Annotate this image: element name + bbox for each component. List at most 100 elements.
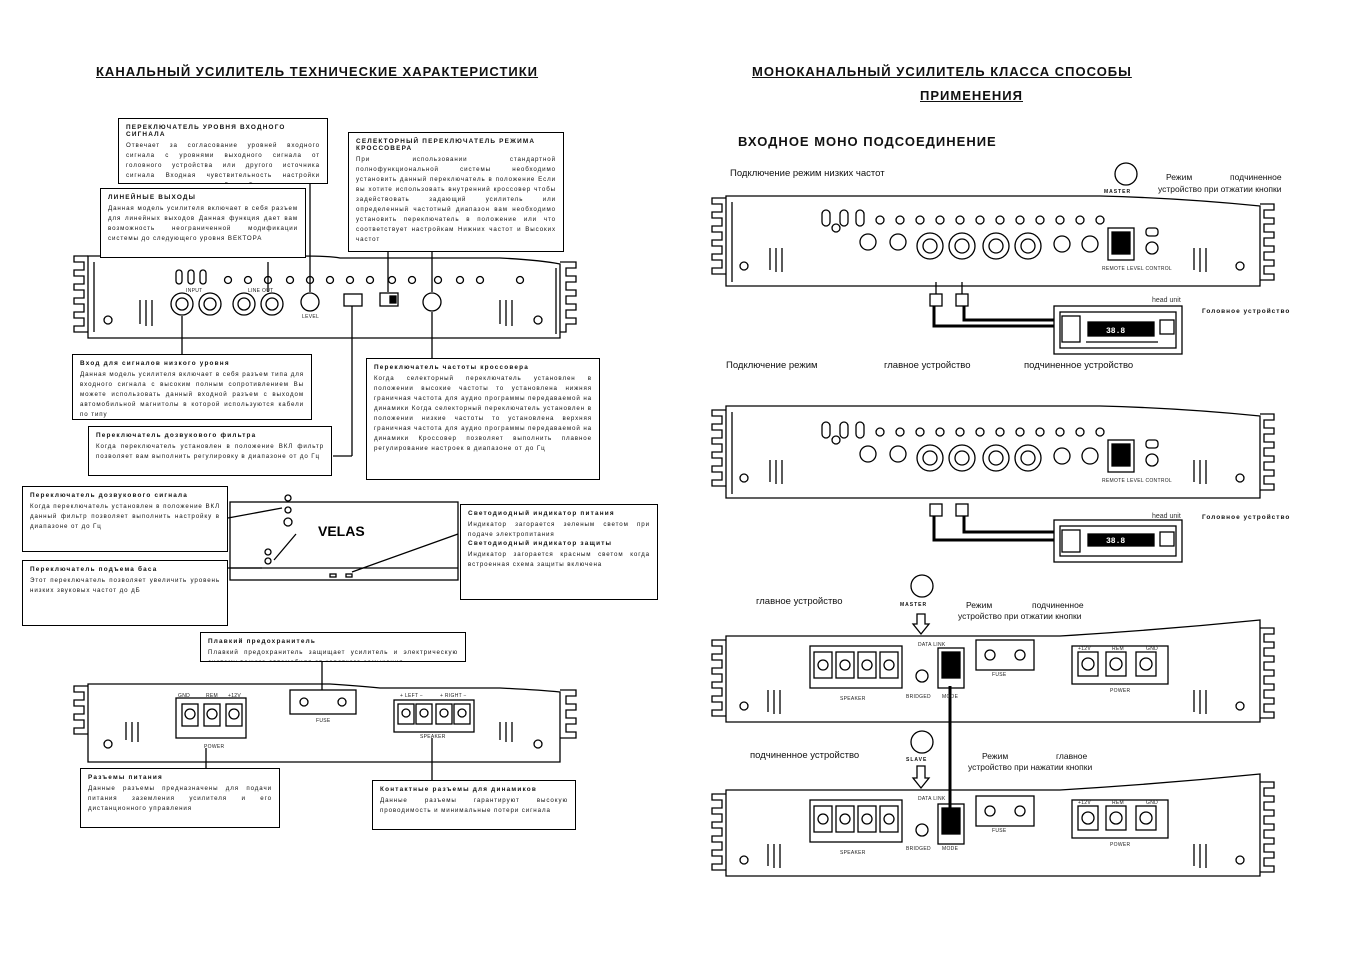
callout-fuse: Плавкий предохранитель Плавкий предохран… xyxy=(200,632,466,662)
callout-input-level-body: Отвечает за согласование уровней входног… xyxy=(126,142,320,183)
label-gnd: GND xyxy=(178,693,190,699)
callout-power-title: Разъемы питания xyxy=(88,774,163,781)
callout-crossover-mode-title: СЕЛЕКТОРНЫЙ ПЕРЕКЛЮЧАТЕЛЬ РЕЖИМА КРОССОВ… xyxy=(356,138,536,152)
d3-master-btn-label: MASTER xyxy=(900,602,928,608)
callout-input-level: ПЕРЕКЛЮЧАТЕЛЬ УРОВНЯ ВХОДНОГО СИГНАЛА От… xyxy=(118,118,328,184)
brand-logo-text: VELAS xyxy=(318,523,365,539)
d2-caption-slave: подчиненное устройство xyxy=(1024,360,1134,371)
callout-led-power-title: Светодиодный индикатор питания xyxy=(468,510,615,517)
left-top-amplifier xyxy=(73,255,577,339)
lcd-display-2: 38.8 xyxy=(1106,537,1125,546)
right-page-title-line1: МОНОКАНАЛЬНЫЙ УСИЛИТЕЛЬ КЛАССА СПОСОБЫ xyxy=(752,64,1132,79)
callout-leds: Светодиодный индикатор питания Индикатор… xyxy=(460,504,658,600)
callout-led-protect-body: Индикатор загорается красным светом когд… xyxy=(468,551,650,568)
left-page-title: КАНАЛЬНЫЙ УСИЛИТЕЛЬ ТЕХНИЧЕСКИЕ ХАРАКТЕР… xyxy=(96,64,539,79)
callout-fuse-body: Плавкий предохранитель защищает усилител… xyxy=(208,649,458,661)
callout-subsonic-filter-title: Переключатель дозвукового фильтра xyxy=(96,432,257,439)
callout-crossover-mode: СЕЛЕКТОРНЫЙ ПЕРЕКЛЮЧАТЕЛЬ РЕЖИМА КРОССОВ… xyxy=(348,132,564,252)
d1-note: устройство при отжатии кнопки xyxy=(1158,184,1282,194)
label-12v-4: +12V xyxy=(1078,800,1091,806)
d4-mode-label: Режим xyxy=(982,751,1009,761)
label-12v-3: +12V xyxy=(1078,646,1091,652)
d1-master-label: MASTER xyxy=(1104,189,1132,195)
lcd-display-1: 38.8 xyxy=(1106,327,1125,336)
d4-slave-btn-label: SLAVE xyxy=(906,757,928,763)
label-gnd-3: GND xyxy=(1146,646,1158,652)
label-head-unit-small-1: head unit xyxy=(1152,297,1181,304)
label-left-ch: + LEFT − xyxy=(400,693,423,699)
callout-low-input: Вход для сигналов низкого уровня Данная … xyxy=(72,354,312,420)
right-page-subtitle: ВХОДНОЕ МОНО ПОДСОЕДИНЕНИЕ xyxy=(738,134,997,149)
d4-label-slave: подчиненное устройство xyxy=(750,750,860,761)
d2-head-unit-label: Головное устройство xyxy=(1202,514,1291,521)
callout-subsonic-signal: Переключатель дозвукового сигнала Когда … xyxy=(22,486,228,552)
label-level: LEVEL xyxy=(302,314,319,320)
label-rem: REM xyxy=(206,693,218,699)
label-data-link-3: DATA LINK xyxy=(918,642,946,648)
callout-line-out: ЛИНЕЙНЫЕ ВЫХОДЫ Данная модель усилителя … xyxy=(100,188,306,258)
callout-crossover-freq-title: Переключатель частоты кроссовера xyxy=(374,364,530,371)
label-right-ch: + RIGHT − xyxy=(440,693,467,699)
callout-crossover-freq: Переключатель частоты кроссовера Когда с… xyxy=(366,358,600,480)
callout-low-input-body: Данная модель усилителя включает в себя … xyxy=(80,371,304,418)
right-page-title-line2: ПРИМЕНЕНИЯ xyxy=(920,88,1023,103)
d1-head-unit-label: Головное устройство xyxy=(1202,308,1291,315)
label-input: INPUT xyxy=(186,288,203,294)
label-speaker: SPEAKER xyxy=(420,734,446,740)
label-fuse-3: FUSE xyxy=(992,672,1007,678)
d3-mode-label: Режим xyxy=(966,600,993,610)
label-mode-3: MODE xyxy=(942,694,959,700)
label-power-3: POWER xyxy=(1110,688,1130,694)
label-rem-3: REM xyxy=(1112,646,1124,652)
label-speaker-3: SPEAKER xyxy=(840,696,866,702)
label-fuse-4: FUSE xyxy=(992,828,1007,834)
d1-mode-label: Режим xyxy=(1166,172,1193,182)
d1-caption: Подключение режим низких частот xyxy=(730,168,885,179)
d4-master-label: главное xyxy=(1056,751,1088,761)
label-fuse: FUSE xyxy=(316,718,331,724)
label-12v: +12V xyxy=(228,693,241,699)
callout-low-input-title: Вход для сигналов низкого уровня xyxy=(80,360,230,367)
callout-power-body: Данные разъемы предназначены для подачи … xyxy=(88,785,272,812)
callout-line-out-title: ЛИНЕЙНЫЕ ВЫХОДЫ xyxy=(108,194,197,201)
label-gnd-4: GND xyxy=(1146,800,1158,806)
callout-subsonic-filter-body: Когда переключатель установлен в положен… xyxy=(96,443,324,460)
label-bridged-4: BRIDGED xyxy=(906,846,931,852)
d2-caption-mode: Подключение режим xyxy=(726,360,818,371)
callout-line-out-body: Данная модель усилителя включает в себя … xyxy=(108,205,298,242)
label-power-4: POWER xyxy=(1110,842,1130,848)
right-amp-3 xyxy=(711,619,1275,723)
label-data-link-4: DATA LINK xyxy=(918,796,946,802)
callout-subsonic-signal-body: Когда переключатель установлен в положен… xyxy=(30,503,220,530)
callout-bass-boost: Переключатель подъема баса Этот переключ… xyxy=(22,560,228,626)
callout-speakers-title: Контактные разъемы для динамиков xyxy=(380,786,537,793)
callout-led-power-body: Индикатор загорается зеленым светом при … xyxy=(468,521,650,538)
d2-caption-master: главное устройство xyxy=(884,360,971,371)
d4-note: устройство при нажатии кнопки xyxy=(968,762,1093,772)
head-unit-1 xyxy=(1053,305,1183,355)
label-bridged-3: BRIDGED xyxy=(906,694,931,700)
label-remote-2: REMOTE LEVEL CONTROL xyxy=(1102,478,1172,484)
d1-slave-label: подчиненное xyxy=(1230,172,1282,182)
callout-speakers: Контактные разъемы для динамиков Данные … xyxy=(372,780,576,830)
d3-note: устройство при отжатии кнопки xyxy=(958,611,1082,621)
label-line-out: LINE OUT xyxy=(248,288,273,294)
right-amp-4 xyxy=(711,773,1275,877)
d3-slave-label: подчиненное xyxy=(1032,600,1084,610)
callout-crossover-freq-body: Когда селекторный переключатель установл… xyxy=(374,375,592,452)
callout-power: Разъемы питания Данные разъемы предназна… xyxy=(80,768,280,828)
callout-input-level-title: ПЕРЕКЛЮЧАТЕЛЬ УРОВНЯ ВХОДНОГО СИГНАЛА xyxy=(126,124,286,138)
callout-subsonic-signal-title: Переключатель дозвукового сигнала xyxy=(30,492,189,499)
right-amp-1 xyxy=(711,195,1275,287)
label-speaker-4: SPEAKER xyxy=(840,850,866,856)
callout-bass-boost-body: Этот переключатель позволяет увеличить у… xyxy=(30,577,220,594)
d3-label-master: главное устройство xyxy=(756,596,843,607)
callout-crossover-mode-body: При использовании стандартной полнофункц… xyxy=(356,156,556,243)
callout-bass-boost-title: Переключатель подъема баса xyxy=(30,566,158,573)
callout-subsonic-filter: Переключатель дозвукового фильтра Когда … xyxy=(88,426,332,476)
head-unit-2 xyxy=(1053,519,1183,563)
label-remote-1: REMOTE LEVEL CONTROL xyxy=(1102,266,1172,272)
label-head-unit-small-2: head unit xyxy=(1152,513,1181,520)
